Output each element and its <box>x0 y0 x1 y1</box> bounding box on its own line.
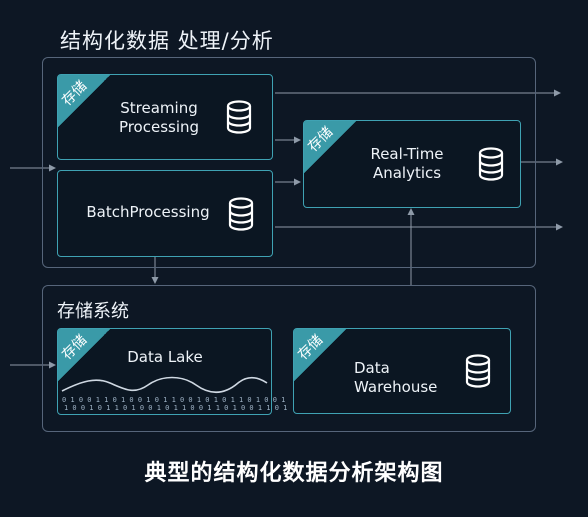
storage-tag: 存储 <box>304 121 356 173</box>
warehouse-label-line1: Data <box>354 359 390 377</box>
warehouse-label-line2: Warehouse <box>354 378 438 396</box>
realtime-label: Real-Time Analytics <box>352 145 462 183</box>
storage-tag: 存储 <box>58 75 110 127</box>
database-icon <box>226 100 252 134</box>
realtime-label-line1: Real-Time <box>370 145 444 163</box>
svg-text:1 0 0 1 0 1 1 0 1 0 0 1 0 1 1: 1 0 0 1 0 1 1 0 1 0 0 1 0 1 1 0 0 1 1 0 … <box>64 404 287 412</box>
streaming-label: Streaming Processing <box>104 99 214 137</box>
database-icon <box>478 147 504 181</box>
storage-title: 存储系统 <box>57 301 129 322</box>
realtime-analytics-card: 存储 Real-Time Analytics <box>303 120 521 208</box>
batch-label: BatchProcessing <box>86 203 210 221</box>
storage-tag: 存储 <box>294 329 346 381</box>
realtime-label-line2: Analytics <box>372 164 442 182</box>
binary-wave-icon: 0 1 0 0 1 1 0 1 0 0 1 0 1 1 0 0 1 0 1 0 … <box>61 376 287 412</box>
streaming-label-line2: Processing <box>118 118 200 136</box>
batch-processing-card: BatchProcessing <box>57 170 273 257</box>
database-icon <box>465 354 491 388</box>
storage-tag-label: 存储 <box>59 332 91 364</box>
database-icon <box>228 197 254 231</box>
storage-frame <box>42 285 536 432</box>
data-warehouse-label: Data Warehouse <box>354 359 437 397</box>
data-warehouse-card: 存储 Data Warehouse <box>293 328 511 414</box>
data-lake-label: Data Lake <box>127 348 203 366</box>
data-lake-card: 存储 Data Lake 0 1 0 0 1 1 0 1 0 0 1 0 1 1… <box>57 328 287 415</box>
storage-tag-label: 存储 <box>59 78 91 110</box>
storage-tag-label: 存储 <box>295 332 327 364</box>
streaming-label-line1: Streaming <box>120 99 198 117</box>
page-title: 结构化数据 处理/分析 <box>60 29 274 53</box>
storage-tag-label: 存储 <box>305 124 337 156</box>
processing-frame <box>42 57 536 268</box>
streaming-processing-card: 存储 Streaming Processing <box>57 74 273 160</box>
storage-tag: 存储 <box>58 329 110 381</box>
svg-text:0 1 0 0 1 1 0 1 0 0 1 0 1 1 0: 0 1 0 0 1 1 0 1 0 0 1 0 1 1 0 0 1 0 1 0 … <box>62 396 285 404</box>
figure-caption: 典型的结构化数据分析架构图 <box>144 461 444 486</box>
